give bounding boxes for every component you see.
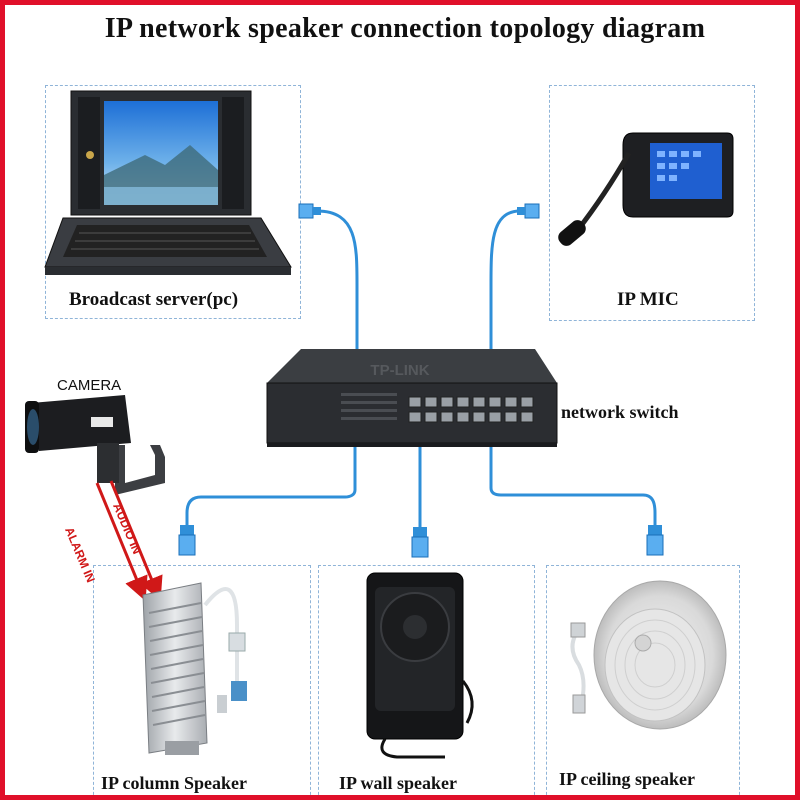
ip-mic-icon <box>558 132 734 246</box>
switch-label: network switch <box>561 402 679 422</box>
alarm-arrow <box>95 482 148 602</box>
server-box <box>45 85 301 319</box>
cable-column <box>185 445 357 525</box>
mic-box <box>549 85 755 321</box>
audio-arrow <box>109 480 163 602</box>
broadcast-server-icon <box>44 90 292 275</box>
camera-icon <box>25 395 165 495</box>
column-speaker-box <box>93 565 311 795</box>
column-speaker-icon <box>142 582 247 755</box>
rj45-server-icon <box>298 203 321 219</box>
ceiling-speaker-box <box>546 565 740 795</box>
column-speaker-label: IP column Speaker <box>101 773 248 793</box>
signal-arrows <box>95 480 163 602</box>
rj45-mic-icon <box>517 203 540 219</box>
wall-speaker-box <box>318 565 535 795</box>
rj45-wall-icon <box>411 527 429 558</box>
rj45-ceiling-icon <box>646 525 664 556</box>
rj45-connectors <box>178 203 664 558</box>
wall-speaker-icon <box>366 572 474 759</box>
network-cables <box>185 209 657 535</box>
ceiling-speaker-icon <box>570 580 727 730</box>
ceiling-speaker-label: IP ceiling speaker <box>559 769 695 789</box>
camera-label: CAMERA <box>57 377 122 394</box>
cable-ceiling <box>489 445 657 525</box>
network-switch-icon: TP-LINK <box>266 349 558 447</box>
cable-server <box>316 209 359 350</box>
wall-speaker-label: IP wall speaker <box>339 773 458 793</box>
switch-ports <box>408 396 534 423</box>
switch-brand-text: TP-LINK <box>370 362 429 379</box>
diagram-graphics: TP-LINK <box>25 90 734 759</box>
cable-mic <box>489 209 521 350</box>
server-label: Broadcast server(pc) <box>69 289 239 310</box>
mic-label: IP MIC <box>617 289 679 310</box>
rj45-column-icon <box>178 525 196 556</box>
diagram-title: IP network speaker connection topology d… <box>104 13 706 44</box>
